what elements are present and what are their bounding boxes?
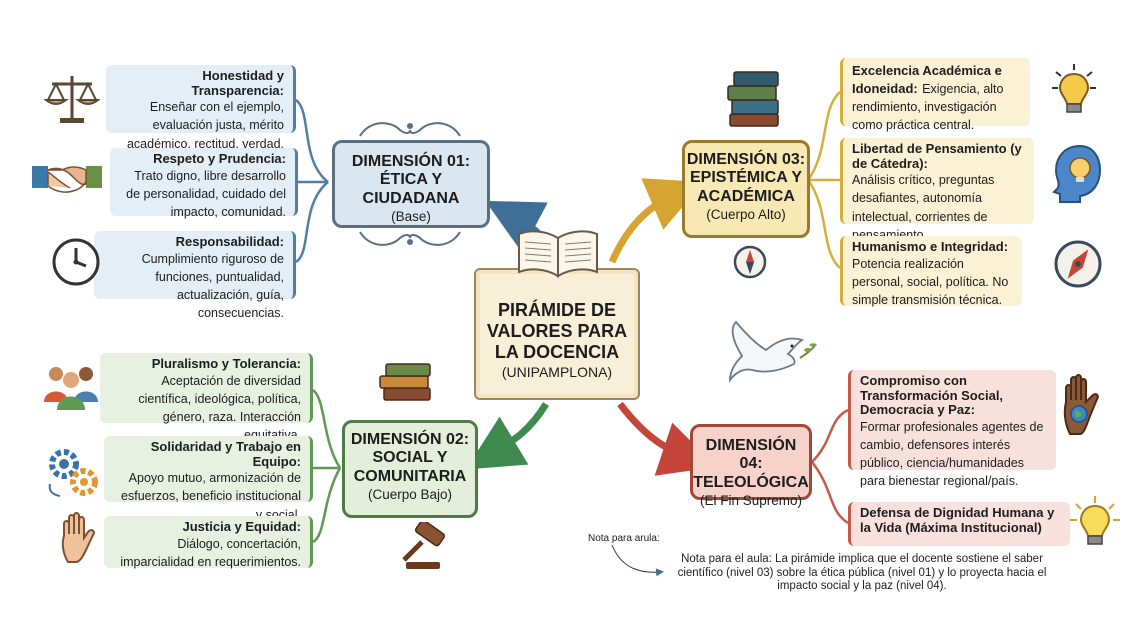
value-body: Análisis crítico, preguntas desafiantes,… <box>852 173 995 242</box>
value-title: Honestidad y Transparencia: <box>191 68 285 98</box>
compass-icon <box>733 245 767 279</box>
open-book-icon <box>518 230 598 278</box>
gavel-icon <box>402 522 446 569</box>
books-icon <box>379 363 431 401</box>
dove-icon <box>729 320 817 383</box>
value-body: Diálogo, concertación, imparcialidad en … <box>120 536 301 569</box>
value-card-honestidad: Honestidad y Transparencia: Enseñar con … <box>106 65 296 151</box>
branch-d04-2 <box>811 461 849 525</box>
scales-icon <box>44 76 100 123</box>
value-title: Pluralismo y Tolerancia: <box>151 356 301 371</box>
bulb-icon <box>1070 496 1120 545</box>
hand-icon <box>61 512 95 563</box>
branch-d02-3 <box>312 467 342 544</box>
dimension-title: DIMENSIÓN 03: EPISTÉMICA Y ACADÉMICA <box>686 151 806 205</box>
value-title: Justicia y Equidad: <box>182 519 301 534</box>
branch-d01-1 <box>295 99 329 183</box>
dimension-title: DIMENSIÓN 01: ÉTICA Y CIUDADANA <box>351 153 471 207</box>
note-label: Nota para arula: <box>588 533 660 544</box>
branch-d04-1 <box>811 408 849 463</box>
dimension-title: DIMENSIÓN 04: TELEOLÓGICA <box>693 437 809 491</box>
value-card-pluralismo: Pluralismo y Tolerancia: Aceptación de d… <box>100 353 313 442</box>
head-bulb-icon <box>1052 144 1102 203</box>
value-card-humanismo: Humanismo e Integridad: Potencia realiza… <box>840 236 1022 307</box>
value-card-justicia: Justicia y Equidad: Diálogo, concertació… <box>104 516 313 569</box>
value-card-libertad: Libertad de Pensamiento (y de Cátedra): … <box>840 138 1034 242</box>
value-body: Cumplimiento riguroso de funciones, punt… <box>141 251 284 320</box>
value-title: Defensa de Dignidad Humana y la Vida (Má… <box>860 505 1055 535</box>
classroom-note: Nota para el aula: La pirámide implica q… <box>677 553 1047 593</box>
value-body: Enseñar con el ejemplo, evaluación justa… <box>126 100 284 151</box>
center-node: PIRÁMIDE DE VALORES PARA LA DOCENCIA (UN… <box>474 268 640 400</box>
value-card-defensa: Defensa de Dignidad Humana y la Vida (Má… <box>848 502 1070 546</box>
dimension-subtitle: (Cuerpo Bajo) <box>367 487 453 503</box>
branch-d03-1 <box>806 91 841 181</box>
people-icon <box>44 367 98 410</box>
clock-icon <box>52 238 100 286</box>
branch-d03-3 <box>806 179 841 269</box>
value-title: Excelencia Académica e Idoneidad: <box>852 63 1002 97</box>
branch-d02-1 <box>312 389 342 469</box>
dimension-01-node: DIMENSIÓN 01: ÉTICA Y CIUDADANA (Base) <box>332 140 490 228</box>
value-body: Aceptación de diversidad científica, ide… <box>138 373 301 442</box>
arrow-to-d02 <box>465 402 549 470</box>
dimension-subtitle: (Base) <box>391 209 431 225</box>
value-title: Responsabilidad: <box>175 234 284 249</box>
value-title: Respeto y Prudencia: <box>153 151 286 166</box>
ornament-icon <box>359 231 461 246</box>
gears-icon <box>48 449 98 497</box>
value-body: Formar profesionales agentes de cambio, … <box>860 420 1044 489</box>
center-subtitle: (UNIPAMPLONA) <box>501 364 613 381</box>
center-title: PIRÁMIDE DE VALORES PARA LA DOCENCIA <box>486 300 628 363</box>
value-card-excelencia: Excelencia Académica e Idoneidad: Exigen… <box>840 58 1030 132</box>
ornament-icon <box>359 122 461 137</box>
value-body: Trato digno, libre desarrollo de persona… <box>126 168 286 219</box>
value-card-solidaridad: Solidaridad y Trabajo en Equipo: Apoyo m… <box>104 436 313 522</box>
dimension-04-node: DIMENSIÓN 04: TELEOLÓGICA (El Fin Suprem… <box>690 424 812 508</box>
handshake-icon <box>32 166 102 193</box>
dimension-title: DIMENSIÓN 02: SOCIAL Y COMUNITARIA <box>350 431 470 485</box>
compass-icon <box>1054 240 1102 288</box>
value-card-responsabilidad: Responsabilidad: Cumplimiento riguroso d… <box>94 231 296 320</box>
value-title: Humanismo e Integridad: <box>852 239 1009 254</box>
lightbulb-icon <box>1052 64 1096 113</box>
value-body: Apoyo mutuo, armonización de esfuerzos, … <box>121 471 301 522</box>
books-icon <box>727 71 779 127</box>
value-card-compromiso: Compromiso con Transformación Social, De… <box>848 370 1056 488</box>
value-title: Solidaridad y Trabajo en Equipo: <box>150 439 301 469</box>
value-body: Exigencia, alto rendimiento, investigaci… <box>852 82 1004 133</box>
value-title: Libertad de Pensamiento (y de Cátedra): <box>852 141 1022 171</box>
dimension-subtitle: (El Fin Supremo) <box>699 493 803 509</box>
dimension-03-node: DIMENSIÓN 03: EPISTÉMICA Y ACADÉMICA (Cu… <box>682 140 810 238</box>
value-title: Compromiso con Transformación Social, De… <box>860 373 1004 418</box>
arrow-to-d04 <box>617 401 717 476</box>
dimension-subtitle: (Cuerpo Alto) <box>706 207 786 223</box>
dimension-02-node: DIMENSIÓN 02: SOCIAL Y COMUNITARIA (Cuer… <box>342 420 478 518</box>
value-body: Potencia realización personal, social, p… <box>852 256 1009 307</box>
value-card-respeto: Respeto y Prudencia: Trato digno, libre … <box>110 148 298 219</box>
note-arrow <box>611 544 664 577</box>
hand-globe-icon <box>1063 374 1099 435</box>
branch-d01-3 <box>295 181 329 264</box>
arrow-to-d03 <box>608 178 704 264</box>
